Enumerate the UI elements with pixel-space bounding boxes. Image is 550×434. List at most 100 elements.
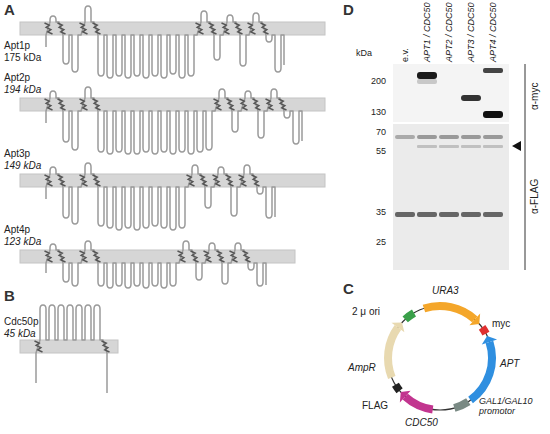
marker-size: 70	[376, 127, 386, 137]
membrane-band	[20, 250, 295, 263]
transmembrane-helix	[243, 251, 251, 262]
transmembrane-helix	[240, 99, 248, 110]
blot-band	[417, 79, 437, 84]
lane-label: APT1 / CDC50	[422, 2, 432, 62]
blot-band	[417, 135, 437, 139]
transmembrane-helix	[45, 99, 53, 110]
antibody-label: α-myc	[529, 83, 541, 110]
transmembrane-helix	[187, 175, 195, 186]
molecular-weight: 175 kDa	[4, 52, 41, 64]
transmembrane-helix	[222, 23, 230, 34]
plasmid-feature-arc	[405, 397, 433, 410]
membrane-band	[20, 98, 325, 111]
blot-band	[483, 68, 503, 73]
blot-band	[461, 95, 481, 101]
blot-band	[417, 212, 437, 217]
plasmid-map	[388, 306, 497, 410]
transmembrane-helix	[93, 175, 101, 186]
transmembrane-helix	[102, 341, 110, 352]
protein-name: Cdc50p	[4, 316, 38, 328]
transmembrane-helix	[45, 175, 53, 186]
marker-size: 200	[371, 76, 386, 86]
molecular-weight: 149 kDa	[4, 160, 41, 172]
transmembrane-helix	[253, 99, 261, 110]
marker-size: 130	[371, 107, 386, 117]
plasmid-feature: myc	[492, 318, 510, 330]
molecular-weight: 45 kDa	[4, 328, 36, 340]
transmembrane-helix	[279, 99, 287, 110]
protein-chain	[46, 163, 275, 230]
transmembrane-helix	[80, 175, 88, 186]
plasmid-backbone	[388, 306, 492, 410]
transmembrane-helix	[226, 175, 234, 186]
protein-chain	[46, 6, 284, 78]
blot-band	[483, 145, 503, 148]
transmembrane-helix	[45, 23, 53, 34]
plasmid-arrowhead	[482, 336, 497, 344]
plasmid-arrowhead	[391, 323, 404, 333]
blot-band	[417, 145, 437, 148]
plasmid-feature: URA3	[432, 285, 459, 297]
blot-band	[439, 145, 459, 148]
transmembrane-helix	[191, 251, 199, 262]
blot-band	[395, 135, 415, 139]
protein-name: Apt1p	[4, 40, 30, 52]
blot-band	[483, 135, 503, 139]
blot-band	[417, 72, 437, 79]
protein-chain	[36, 305, 107, 393]
transmembrane-helix	[200, 175, 208, 186]
plasmid-feature: 2 μ ori	[352, 306, 380, 318]
protein-chain	[46, 241, 266, 288]
marker-size: 55	[376, 146, 386, 156]
arrowhead-marker	[512, 141, 521, 151]
protein-name: Apt2p	[4, 72, 30, 84]
blot-band	[461, 135, 481, 139]
transmembrane-helix	[45, 251, 53, 262]
panel-letter: B	[4, 287, 15, 304]
transmembrane-helix	[209, 23, 217, 34]
antibody-label: α-FLAG	[529, 179, 541, 214]
transmembrane-helix	[261, 23, 269, 34]
marker-size: 35	[376, 207, 386, 217]
plasmid-feature-arc	[388, 327, 398, 377]
transmembrane-helix	[266, 99, 274, 110]
transmembrane-helix	[252, 175, 260, 186]
plasmid-feature-arc	[454, 402, 468, 408]
transmembrane-helix	[214, 99, 222, 110]
plasmid-arrowhead	[469, 313, 480, 325]
panel-letter: A	[4, 1, 15, 18]
transmembrane-helix	[80, 251, 88, 262]
plasmid-feature: GAL1/GAL10 promotor	[479, 396, 545, 417]
transmembrane-helix	[248, 23, 256, 34]
protein-name: Apt4p	[4, 224, 30, 236]
blot-band	[461, 212, 481, 217]
transmembrane-helix	[58, 99, 66, 110]
blot-band	[395, 212, 415, 217]
plasmid-feature: AmpR	[348, 362, 376, 374]
lane-label: APT3 / CDC50	[466, 2, 476, 62]
protein-name: Apt3p	[4, 148, 30, 160]
molecular-weight: 123 kDa	[4, 236, 41, 248]
transmembrane-helix	[239, 175, 247, 186]
blot-band	[439, 212, 459, 217]
western-blot	[393, 64, 525, 270]
plasmid-arrowhead	[400, 391, 411, 403]
plasmid-feature-arc	[424, 306, 475, 319]
blot-band	[461, 145, 481, 148]
transmembrane-helix	[93, 251, 101, 262]
lane-label: e.v.	[400, 48, 410, 62]
transmembrane-helix	[178, 251, 186, 262]
transmembrane-helix	[217, 251, 225, 262]
blot-band	[483, 111, 503, 118]
lane-label: APT4 / CDC50	[488, 2, 498, 62]
plasmid-feature-arc	[482, 327, 486, 333]
transmembrane-helix	[227, 99, 235, 110]
transmembrane-helix	[58, 23, 66, 34]
plasmid-feature: FLAG	[362, 400, 388, 412]
transmembrane-helix	[213, 175, 221, 186]
panel-letter: C	[343, 280, 354, 297]
transmembrane-helix	[93, 99, 101, 110]
transmembrane-helix	[80, 23, 88, 34]
plasmid-feature-arc	[405, 313, 414, 319]
marker-size: 25	[376, 237, 386, 247]
